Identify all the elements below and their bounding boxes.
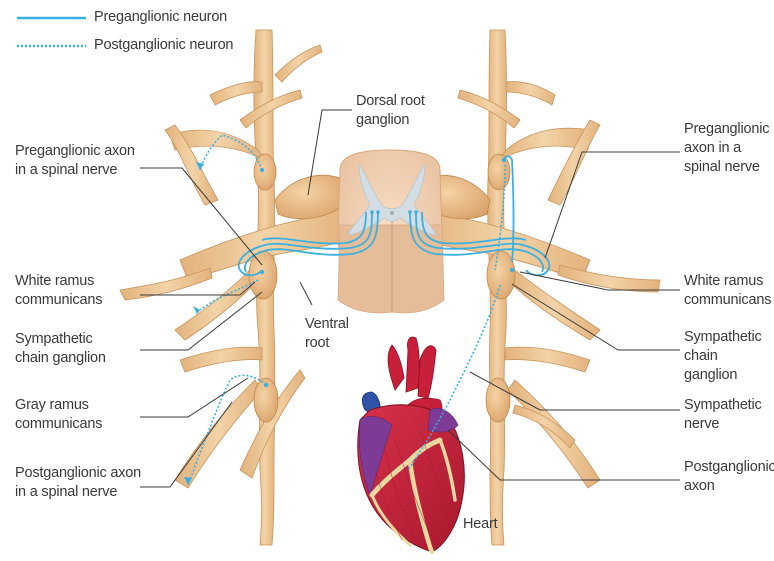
- label-dorsal-root-ganglion: Dorsal root ganglion: [356, 92, 425, 130]
- legend-preganglionic-label: Preganglionic neuron: [94, 8, 227, 27]
- spinal-cord: [338, 150, 444, 313]
- label-left-sympathetic-chain: Sympathetic chain ganglion: [15, 330, 106, 368]
- label-right-preganglionic-axon: Preganglionic axon in a spinal nerve: [684, 120, 769, 177]
- legend: [17, 18, 86, 46]
- legend-postganglionic-label: Postganglionic neuron: [94, 36, 233, 55]
- left-nerves: [120, 30, 350, 545]
- label-left-postganglionic-axon: Postganglionic axon in a spinal nerve: [15, 464, 141, 502]
- label-left-preganglionic-axon: Preganglionic axon in a spinal nerve: [15, 142, 135, 180]
- label-right-postganglionic-axon: Postganglionic axon: [684, 458, 774, 496]
- label-right-white-ramus: White ramus communicans: [684, 272, 771, 310]
- label-heart: Heart: [463, 515, 497, 534]
- label-right-sympathetic-nerve: Sympathetic nerve: [684, 396, 762, 434]
- label-left-white-ramus: White ramus communicans: [15, 272, 102, 310]
- label-left-gray-ramus: Gray ramus communicans: [15, 396, 102, 434]
- heart: [358, 337, 465, 552]
- label-right-sympathetic-chain: Sympathetic chain ganglion: [684, 328, 774, 385]
- label-ventral-root: Ventral root: [305, 315, 349, 353]
